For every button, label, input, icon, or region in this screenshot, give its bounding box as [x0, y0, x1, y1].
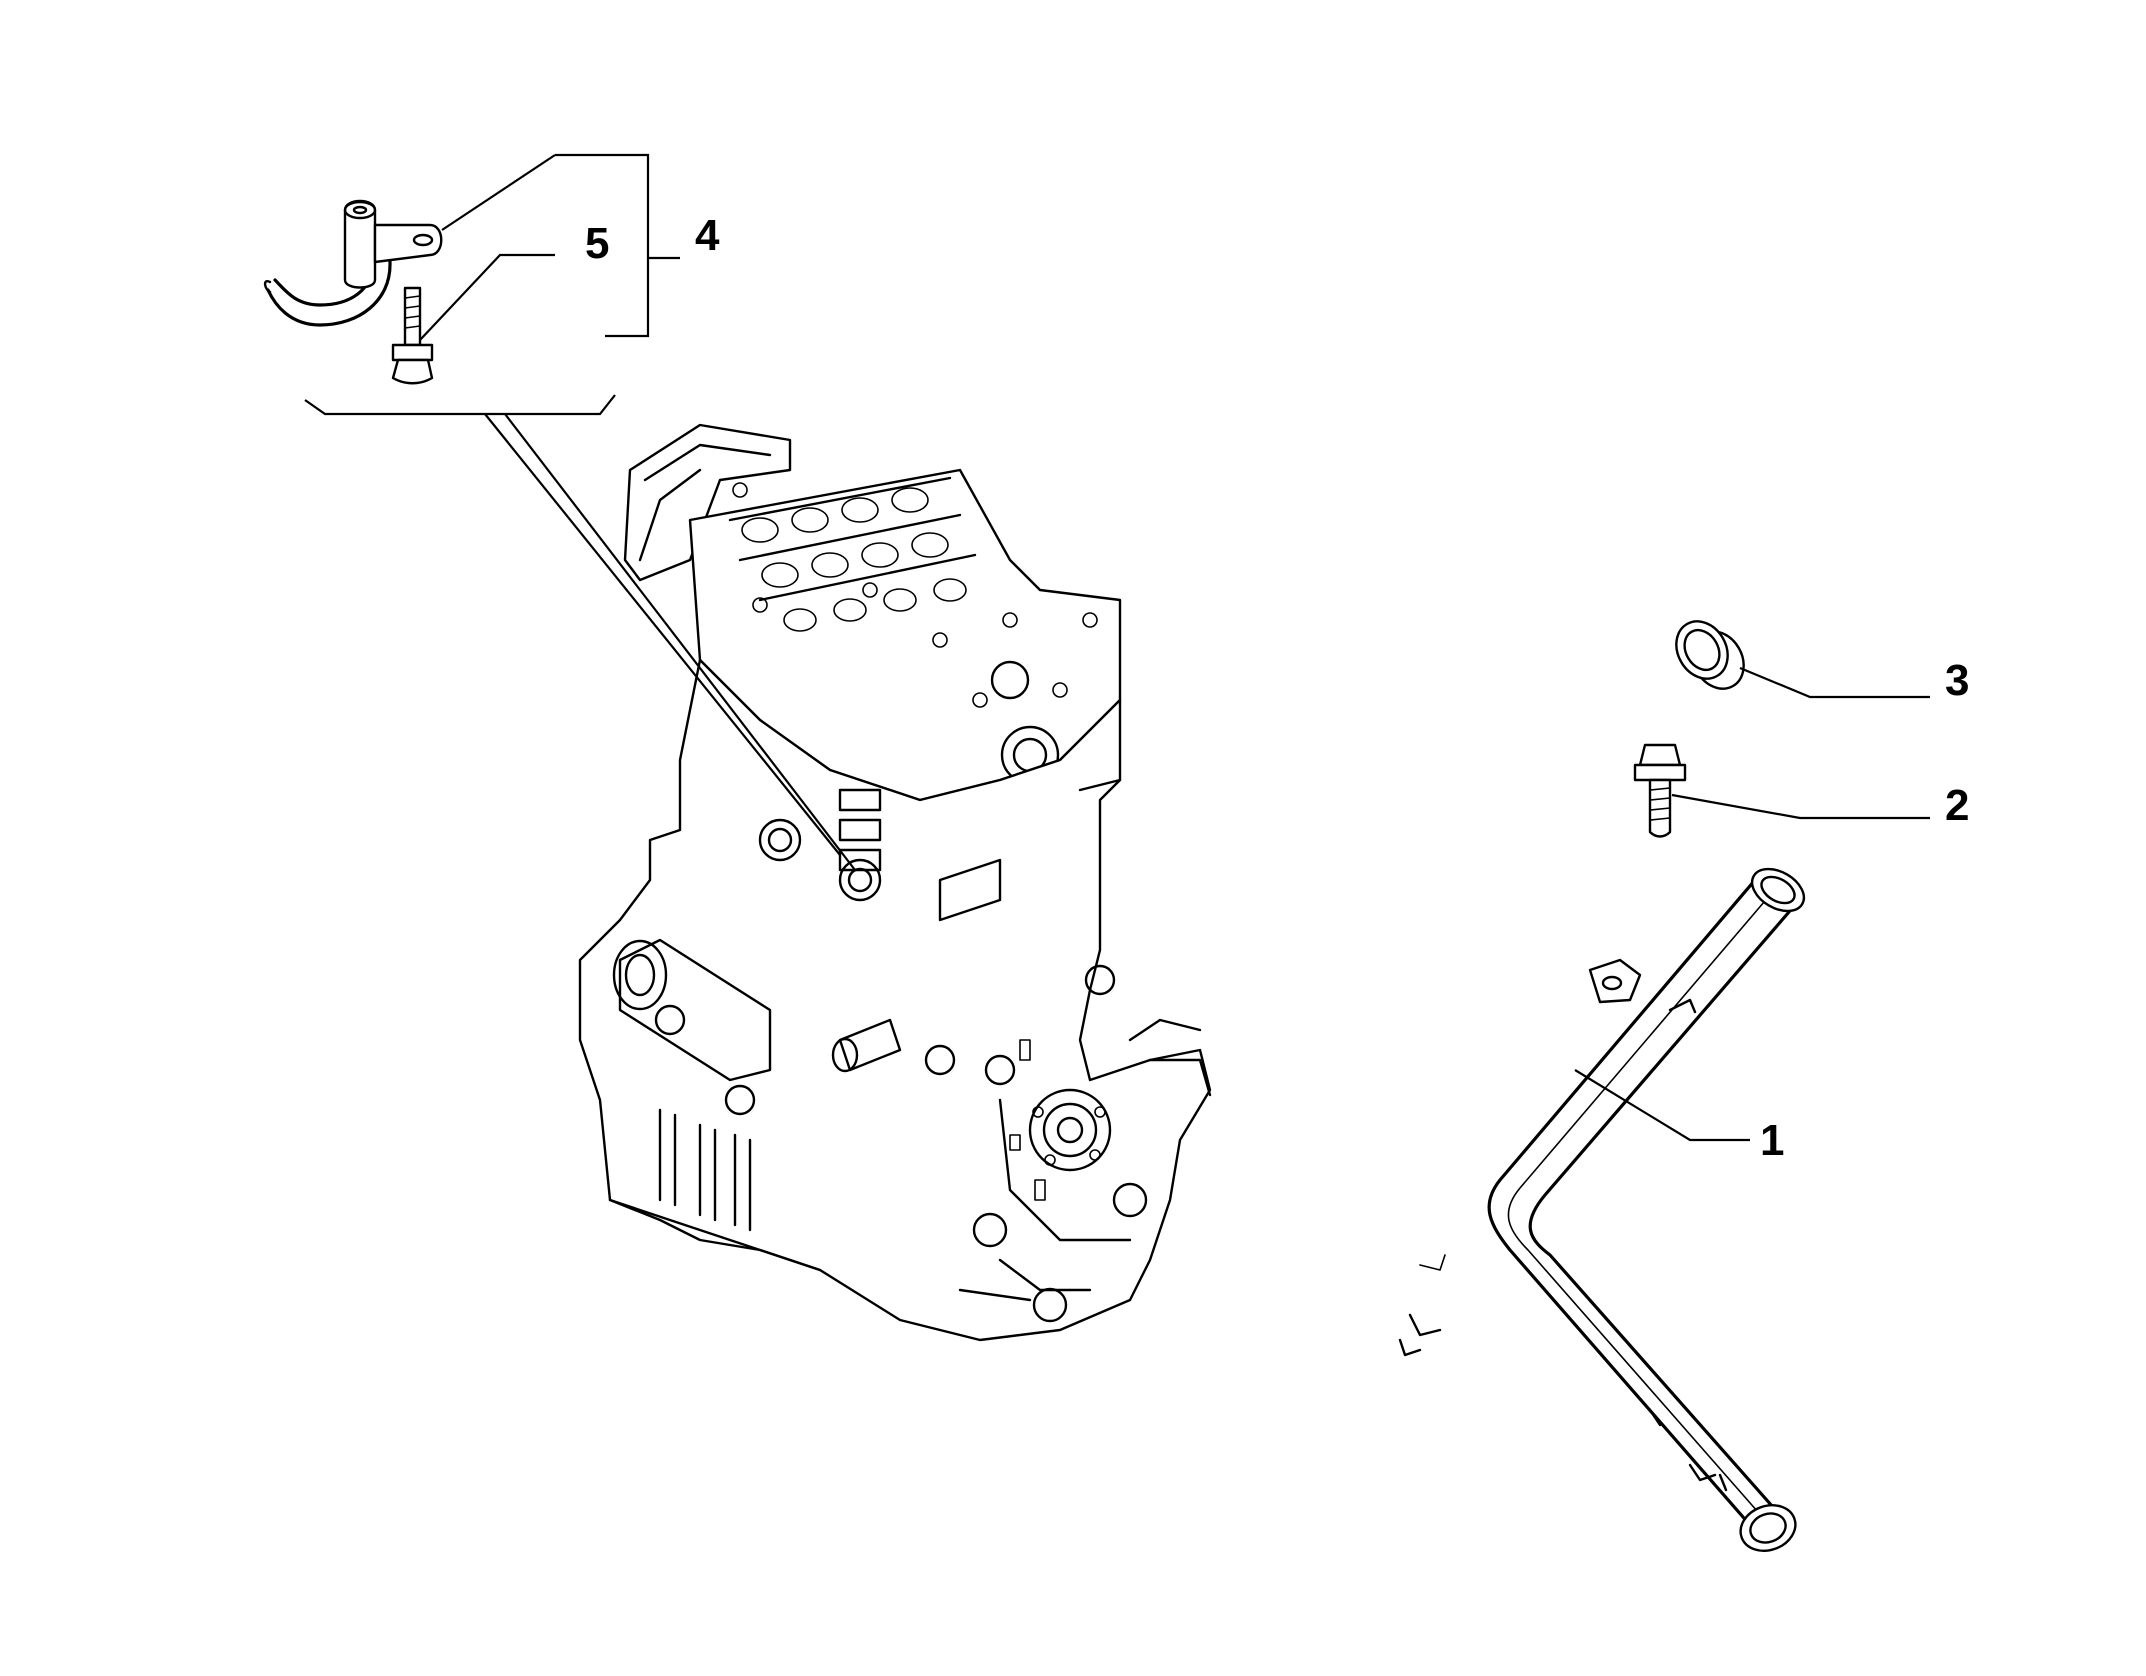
pipe-bracket-icon: [263, 199, 443, 327]
bolt-icon: [1633, 743, 1687, 838]
coolant-pipe-icon: [1398, 867, 1806, 1552]
callout-label-1: 1: [1760, 1116, 1784, 1165]
cap-plug-icon: [1675, 620, 1745, 690]
callout-label-3: 3: [1945, 656, 1969, 705]
callout-label-4: 4: [695, 211, 720, 260]
callout-4-bracket: [304, 153, 856, 871]
callout-label-5: 5: [585, 219, 609, 268]
callout-label-2: 2: [1945, 781, 1969, 830]
engine-block-illustration: [578, 423, 1212, 1342]
bolt-icon: [391, 286, 434, 385]
